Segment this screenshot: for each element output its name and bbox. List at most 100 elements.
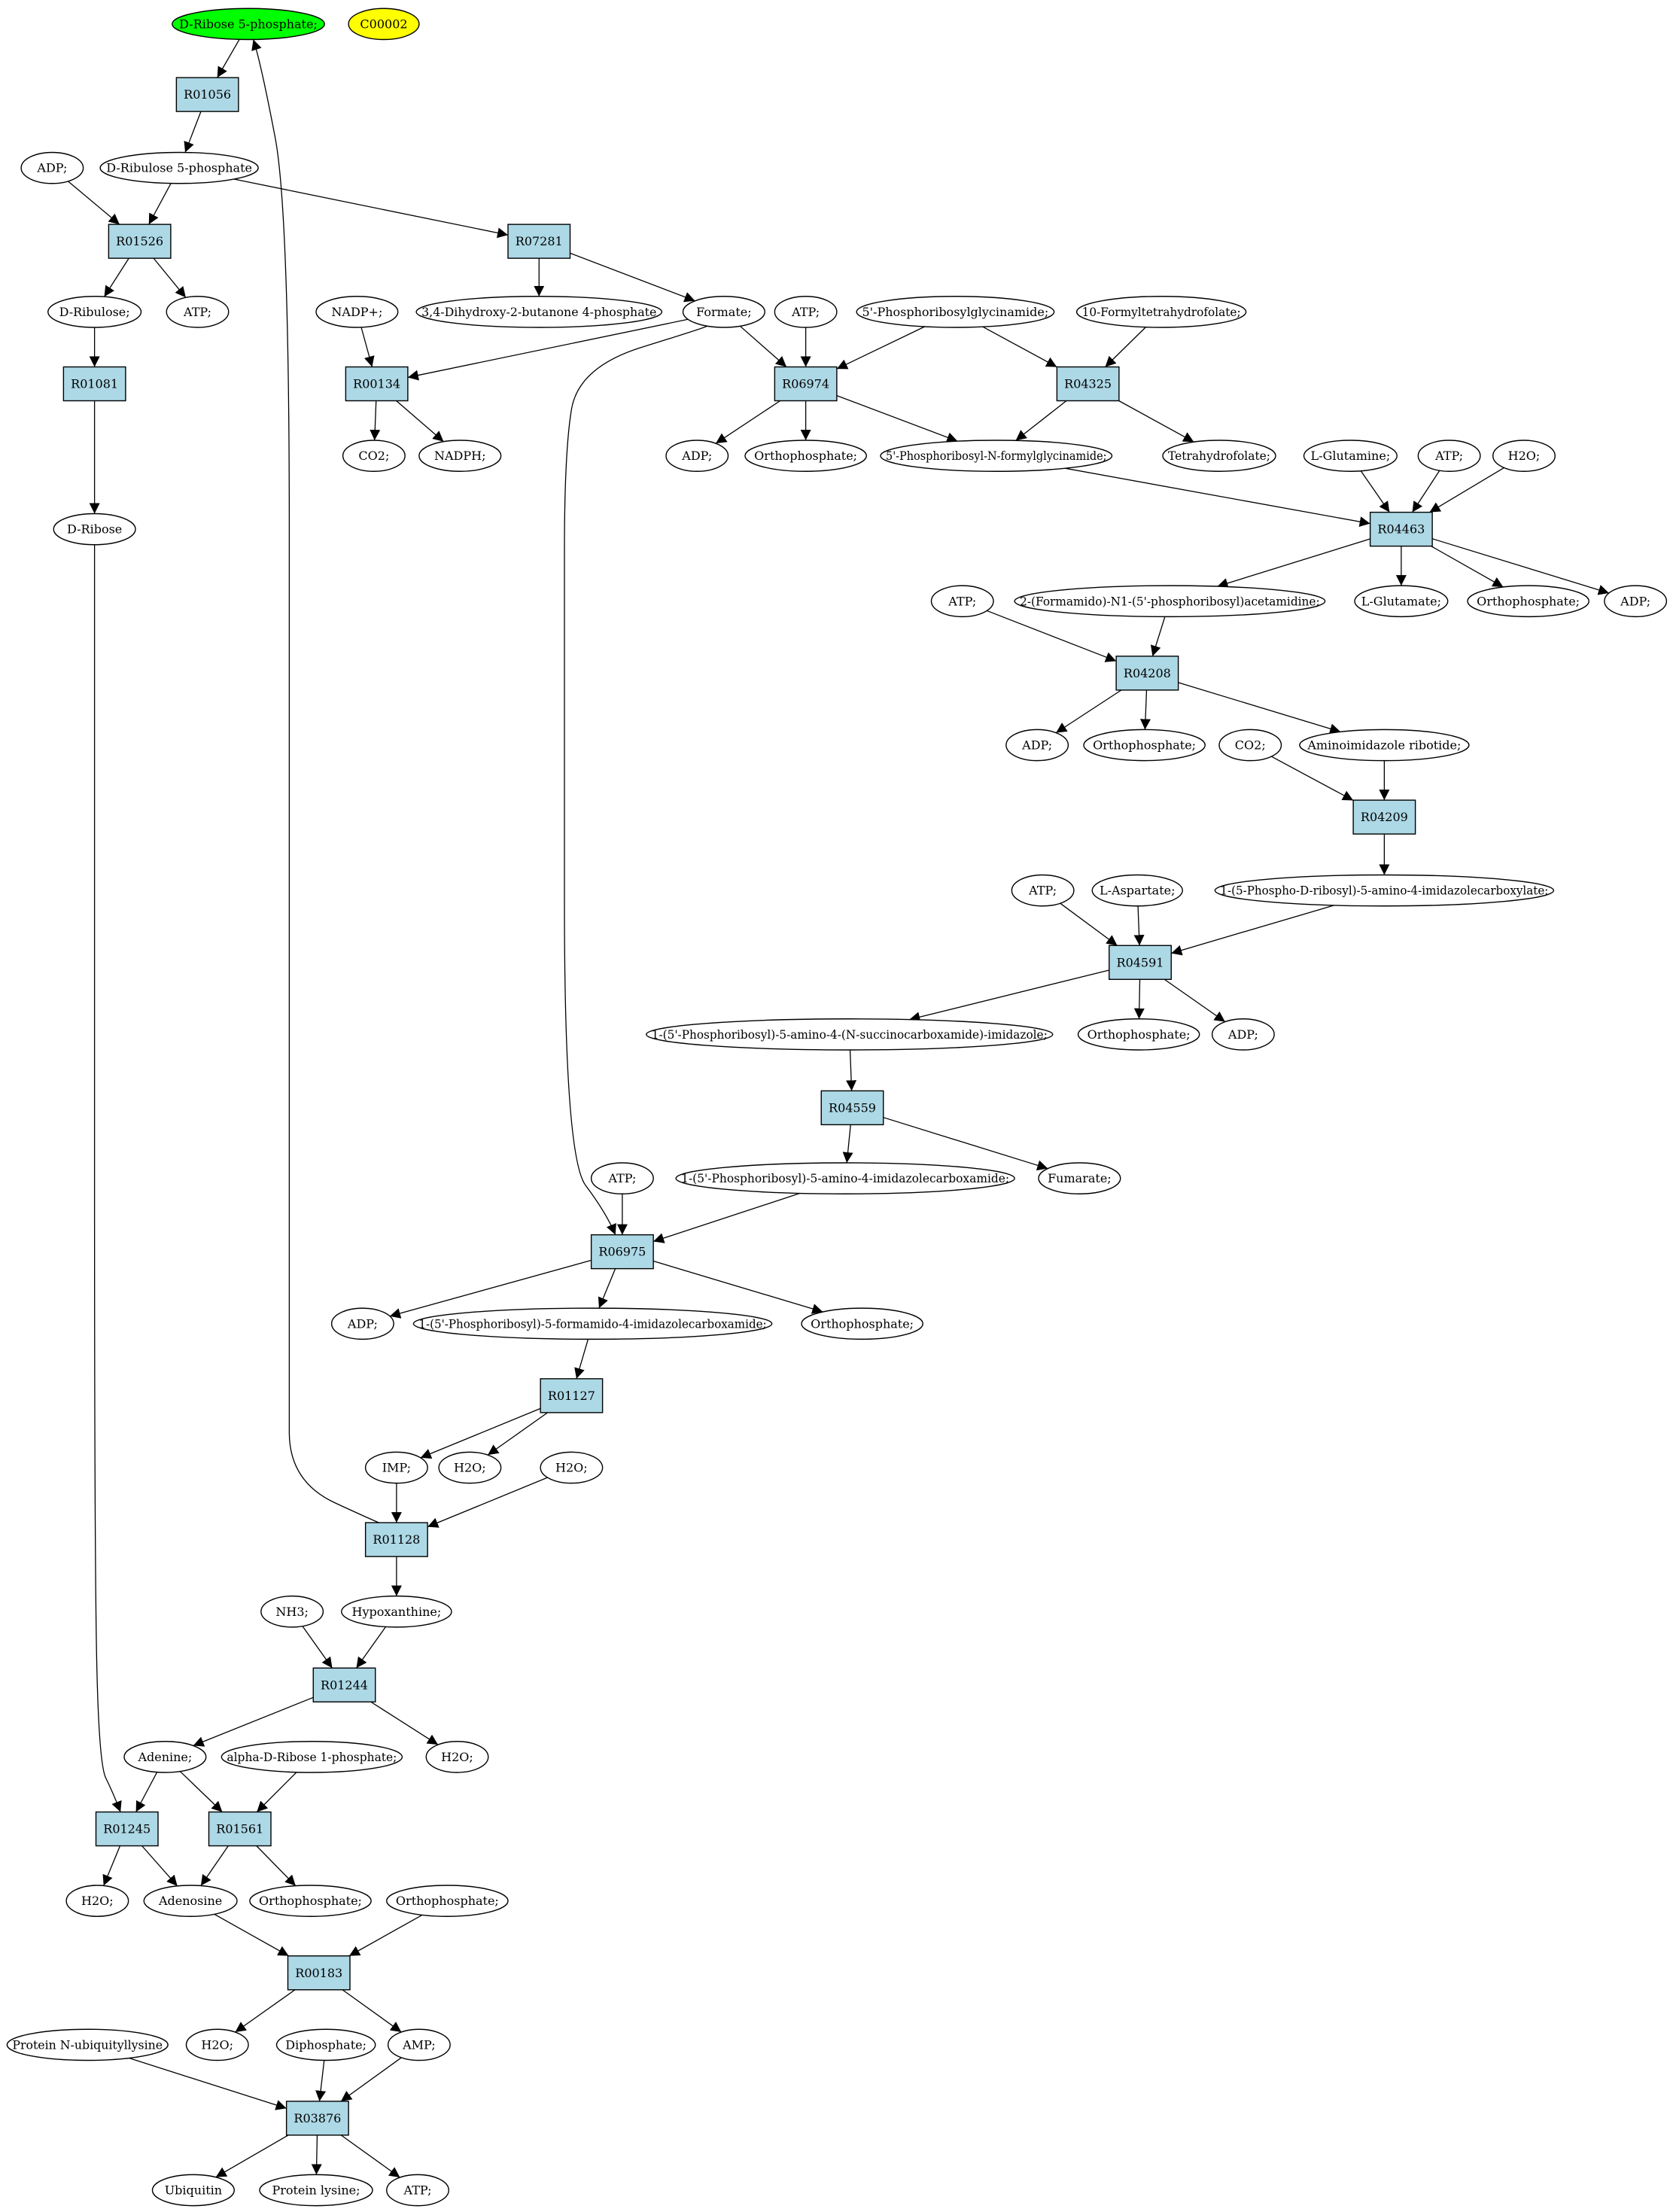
compound-node-c-10fthf[interactable]: 10-Formyltetrahydrofolate; bbox=[1075, 296, 1247, 328]
node-label: R00134 bbox=[353, 377, 400, 391]
compound-node-c-dhbp[interactable]: 3,4-Dihydroxy-2-butanone 4-phosphate bbox=[415, 296, 663, 328]
compound-node-c-dru5p[interactable]: D-Ribulose 5-phosphate bbox=[99, 151, 259, 184]
node-label: Fumarate; bbox=[1048, 1171, 1112, 1185]
compound-node-c-h2o2[interactable]: H2O; bbox=[438, 1451, 502, 1484]
node-label: ATP; bbox=[791, 305, 820, 319]
node-label: R01128 bbox=[373, 1532, 420, 1547]
compound-node-c-plys[interactable]: Protein lysine; bbox=[259, 2174, 373, 2207]
compound-node-c-adp6[interactable]: ADP; bbox=[330, 1307, 394, 1340]
edge-r-R01561-to-c-adenosine bbox=[200, 1845, 229, 1886]
compound-node-c-pi5[interactable]: Orthophosphate; bbox=[801, 1307, 923, 1340]
compound-ellipse bbox=[774, 296, 838, 328]
compound-node-c-adp2[interactable]: ADP; bbox=[665, 440, 729, 472]
compound-node-c-gar[interactable]: 5'-Phosphoribosylglycinamide; bbox=[856, 296, 1055, 328]
compound-node-c-saicar[interactable]: 1-(5'-Phosphoribosyl)-5-amino-4-(N-succi… bbox=[646, 1018, 1054, 1051]
compound-node-c-pi7[interactable]: Orthophosphate; bbox=[386, 1885, 509, 1917]
compound-node-c-adenosine[interactable]: Adenosine bbox=[143, 1885, 238, 1917]
reaction-node-r-r01056[interactable]: R01056 bbox=[175, 77, 239, 112]
reaction-node-r-r04208[interactable]: R04208 bbox=[1115, 656, 1179, 691]
compound-node-c-pi2[interactable]: Orthophosphate; bbox=[1467, 585, 1589, 618]
compound-node-c-pi6[interactable]: Orthophosphate; bbox=[249, 1885, 372, 1917]
compound-node-c-h2o3[interactable]: H2O; bbox=[540, 1451, 604, 1484]
reaction-node-r-r04325[interactable]: R04325 bbox=[1056, 366, 1120, 402]
compound-node-c-atp2[interactable]: ATP; bbox=[774, 296, 838, 328]
compound-node-c-co2b[interactable]: CO2; bbox=[1218, 729, 1282, 762]
reaction-box bbox=[208, 1811, 272, 1847]
compound-node-c-faicar[interactable]: 1-(5'-Phosphoribosyl)-5-formamido-4-imid… bbox=[412, 1307, 773, 1340]
compound-node-c-lgln[interactable]: L-Glutamine; bbox=[1303, 440, 1398, 472]
compound-node-c-ar1p[interactable]: alpha-D-Ribose 1-phosphate; bbox=[221, 1741, 403, 1773]
compound-node-c-ubiquitin[interactable]: Ubiquitin bbox=[151, 2174, 235, 2207]
compound-node-c-dribose[interactable]: D-Ribose bbox=[53, 513, 136, 546]
reaction-node-r-r04463[interactable]: R04463 bbox=[1369, 511, 1433, 547]
compound-node-c-hypox[interactable]: Hypoxanthine; bbox=[341, 1595, 452, 1628]
edge-r-R00134-to-c-nadph bbox=[396, 400, 444, 443]
compound-node-c-lasp[interactable]: L-Aspartate; bbox=[1091, 874, 1183, 907]
reaction-node-r-r06974[interactable]: R06974 bbox=[774, 366, 838, 402]
compound-node-c-fumarate[interactable]: Fumarate; bbox=[1038, 1162, 1121, 1194]
compound-node-c-cair[interactable]: 1-(5-Phospho-D-ribosyl)-5-amino-4-imidaz… bbox=[1214, 874, 1555, 907]
compound-ellipse bbox=[260, 1595, 324, 1628]
compound-node-c-pi3[interactable]: Orthophosphate; bbox=[1083, 729, 1206, 762]
reaction-node-r-r01245[interactable]: R01245 bbox=[95, 1811, 159, 1847]
edge-c-gar-to-r-R06974 bbox=[836, 326, 925, 370]
compound-node-c-air[interactable]: Aminoimidazole ribotide; bbox=[1299, 729, 1470, 762]
compound-node-c-nadp[interactable]: NADP+; bbox=[315, 296, 399, 328]
edge-r-R00183-to-c-h2o6 bbox=[235, 1989, 296, 2033]
compound-node-c-ppi[interactable]: Diphosphate; bbox=[275, 2028, 376, 2061]
compound-node-c-adp3[interactable]: ADP; bbox=[1604, 585, 1668, 618]
node-label: 10-Formyltetrahydrofolate; bbox=[1082, 305, 1241, 319]
compound-node-c-formate[interactable]: Formate; bbox=[682, 296, 765, 328]
reaction-node-r-r04591[interactable]: R04591 bbox=[1109, 945, 1172, 980]
compound-node-c-adp5[interactable]: ADP; bbox=[1211, 1018, 1275, 1051]
compound-node-c-atp5[interactable]: ATP; bbox=[1011, 874, 1075, 907]
reaction-node-r-r03876[interactable]: R03876 bbox=[285, 2101, 349, 2136]
reaction-node-r-r06975[interactable]: R06975 bbox=[590, 1234, 654, 1270]
compound-node-c-dr5p[interactable]: D-Ribose 5-phosphate; bbox=[172, 8, 325, 41]
reaction-node-r-r04209[interactable]: R04209 bbox=[1352, 799, 1416, 835]
edge-r-R06974-to-c-adp2 bbox=[715, 400, 781, 444]
compound-node-c-adp4[interactable]: ADP; bbox=[1005, 729, 1069, 762]
compound-node-c-pi1[interactable]: Orthophosphate; bbox=[744, 440, 867, 472]
reaction-node-r-r01561[interactable]: R01561 bbox=[208, 1811, 272, 1847]
compound-node-c-adp1[interactable]: ADP; bbox=[20, 151, 84, 184]
compound-node-c-atp1[interactable]: ATP; bbox=[166, 296, 230, 328]
reaction-node-r-r01526[interactable]: R01526 bbox=[108, 224, 172, 259]
compound-node-c-fgar[interactable]: 5'-Phosphoribosyl-N-formylglycinamide; bbox=[880, 440, 1113, 472]
node-label: CO2; bbox=[358, 449, 389, 463]
compound-node-c-fgam[interactable]: 2-(Formamido)-N1-(5'-phosphoribosyl)acet… bbox=[1014, 585, 1326, 618]
compound-node-c-nh3[interactable]: NH3; bbox=[260, 1595, 324, 1628]
compound-ellipse bbox=[880, 440, 1113, 472]
reaction-node-r-r00183[interactable]: R00183 bbox=[287, 1955, 351, 1991]
compound-node-c-co2a[interactable]: CO2; bbox=[342, 440, 406, 472]
compound-node-c-thf[interactable]: Tetrahydrofolate; bbox=[1162, 440, 1276, 472]
compound-node-c-aicar[interactable]: 1-(5'-Phosphoribosyl)-5-amino-4-imidazol… bbox=[675, 1162, 1015, 1194]
edge-c-dribose-to-r-R01245 bbox=[93, 544, 122, 1812]
reaction-node-r-r01244[interactable]: R01244 bbox=[312, 1667, 376, 1702]
compound-node-c-h2o6[interactable]: H2O; bbox=[185, 2028, 249, 2061]
reaction-node-r-r01081[interactable]: R01081 bbox=[62, 366, 126, 402]
compound-node-c-nadph[interactable]: NADPH; bbox=[418, 440, 502, 472]
compound-node-c-h2o5[interactable]: H2O; bbox=[65, 1885, 129, 1917]
compound-node-c-atp4[interactable]: ATP; bbox=[930, 585, 994, 618]
compound-node-c-adenine[interactable]: Adenine; bbox=[123, 1741, 207, 1773]
compound-node-c-amp[interactable]: AMP; bbox=[387, 2028, 451, 2061]
compound-node-c-lglu[interactable]: L-Glutamate; bbox=[1354, 585, 1449, 618]
compound-node-c-atp6[interactable]: ATP; bbox=[590, 1162, 654, 1194]
reaction-node-r-r01128[interactable]: R01128 bbox=[364, 1522, 428, 1557]
compound-node-c-imp[interactable]: IMP; bbox=[364, 1451, 428, 1484]
reaction-node-r-r01127[interactable]: R01127 bbox=[540, 1378, 604, 1413]
compound-node-c-dribulose[interactable]: D-Ribulose; bbox=[47, 296, 142, 328]
compound-node-c-h2o4[interactable]: H2O; bbox=[425, 1741, 489, 1773]
compound-ellipse bbox=[275, 2028, 376, 2061]
reaction-node-r-r07281[interactable]: R07281 bbox=[507, 224, 571, 259]
compound-node-c-h2o1[interactable]: H2O; bbox=[1492, 440, 1556, 472]
reaction-node-r-r04559[interactable]: R04559 bbox=[820, 1090, 884, 1126]
compound-node-c-pnul[interactable]: Protein N-ubiquityllysine bbox=[6, 2028, 169, 2061]
compound-node-c-atp7[interactable]: ATP; bbox=[386, 2174, 449, 2207]
compound-node-c-c00002[interactable]: C00002 bbox=[348, 8, 420, 41]
compound-node-c-pi4[interactable]: Orthophosphate; bbox=[1077, 1018, 1200, 1051]
compound-node-c-atp3[interactable]: ATP; bbox=[1417, 440, 1481, 472]
compound-ellipse bbox=[540, 1451, 604, 1484]
reaction-node-r-r00134[interactable]: R00134 bbox=[345, 366, 409, 402]
